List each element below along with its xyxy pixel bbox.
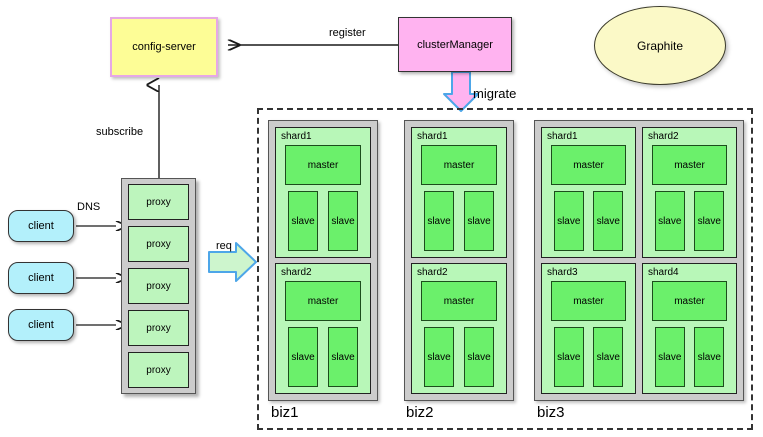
slave-node[interactable]: slave [654,191,685,251]
shard-title: shard2 [648,131,679,142]
master-node[interactable]: master [652,145,727,185]
shard-title: shard3 [547,267,578,278]
master-node[interactable]: master [551,145,626,185]
slave-node[interactable]: slave [694,327,725,387]
slave-node[interactable]: slave [464,327,494,387]
slave-node[interactable]: slave [553,191,584,251]
shard-biz3-shard1[interactable]: shard1 master slave slave [541,127,636,258]
biz-group-biz3: shard1 master slave slave shard2 master … [534,120,744,401]
shard-title: shard1 [547,131,578,142]
shard-title: shard2 [417,267,448,278]
migrate-label: migrate [473,86,517,101]
master-node[interactable]: master [285,145,361,185]
register-label: register [329,27,366,39]
master-node[interactable]: master [551,281,626,321]
slave-node[interactable]: slave [424,327,454,387]
proxy-group: proxy proxy proxy proxy proxy [121,178,196,394]
slave-node[interactable]: slave [328,191,358,251]
slave-row: slave slave [417,327,501,388]
master-node[interactable]: master [421,145,497,185]
client-node-3[interactable]: client [8,309,74,341]
graphite-node[interactable]: Graphite [594,6,726,85]
proxy-node-1[interactable]: proxy [128,184,189,220]
slave-node[interactable]: slave [288,327,318,387]
proxy-node-3[interactable]: proxy [128,268,189,304]
master-node[interactable]: master [421,281,497,321]
shard-biz3-shard3[interactable]: shard3 master slave slave [541,263,636,394]
cluster-manager-node[interactable]: clusterManager [398,17,512,72]
dns-label: DNS [77,201,101,213]
subscribe-label: subscribe [96,126,144,138]
slave-row: slave slave [547,327,630,388]
proxy-node-2[interactable]: proxy [128,226,189,262]
client-node-1[interactable]: client [8,210,74,242]
shard-biz1-shard2[interactable]: shard2 master slave slave [275,263,371,394]
proxy-node-4[interactable]: proxy [128,310,189,346]
master-node[interactable]: master [652,281,727,321]
shard-biz3-shard4[interactable]: shard4 master slave slave [642,263,737,394]
slave-row: slave slave [547,191,630,252]
slave-node[interactable]: slave [553,327,584,387]
shard-title: shard4 [648,267,679,278]
shard-title: shard1 [281,131,312,142]
slave-node[interactable]: slave [593,191,624,251]
shard-biz3-shard2[interactable]: shard2 master slave slave [642,127,737,258]
slave-row: slave slave [281,327,365,388]
req-label: req [216,240,232,252]
master-node[interactable]: master [285,281,361,321]
backend-boundary [257,108,753,430]
biz-label-biz1: biz1 [271,404,299,421]
shard-title: shard1 [417,131,448,142]
slave-row: slave slave [648,327,731,388]
slave-node[interactable]: slave [328,327,358,387]
slave-node[interactable]: slave [288,191,318,251]
slave-row: slave slave [281,191,365,252]
slave-node[interactable]: slave [654,327,685,387]
config-server-node[interactable]: config-server [110,17,218,77]
shard-title: shard2 [281,267,312,278]
shard-biz2-shard2[interactable]: shard2 master slave slave [411,263,507,394]
slave-row: slave slave [648,191,731,252]
client-node-2[interactable]: client [8,262,74,294]
biz-label-biz3: biz3 [537,404,565,421]
biz-group-biz2: shard1 master slave slave shard2 master … [404,120,514,401]
shard-biz2-shard1[interactable]: shard1 master slave slave [411,127,507,258]
proxy-node-5[interactable]: proxy [128,352,189,388]
slave-node[interactable]: slave [694,191,725,251]
slave-node[interactable]: slave [424,191,454,251]
slave-node[interactable]: slave [593,327,624,387]
biz-label-biz2: biz2 [406,404,434,421]
slave-row: slave slave [417,191,501,252]
biz-group-biz1: shard1 master slave slave shard2 master … [268,120,378,401]
shard-biz1-shard1[interactable]: shard1 master slave slave [275,127,371,258]
slave-node[interactable]: slave [464,191,494,251]
